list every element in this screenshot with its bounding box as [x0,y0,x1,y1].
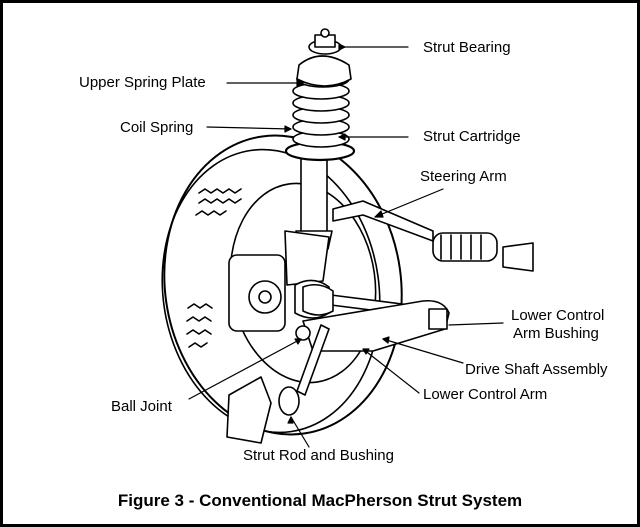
knuckle-hub [228,230,330,332]
label-strut-bearing: Strut Bearing [423,39,511,56]
tire-outline [161,134,403,436]
leader-lines [188,43,504,448]
label-steering-arm: Steering Arm [420,168,507,185]
macpherson-strut-illustration [161,28,534,448]
label-strut-rod-and-bushing: Strut Rod and Bushing [243,447,394,464]
label-lower-control-arm-bushing-1: Lower Control [511,307,605,324]
label-strut-cartridge: Strut Cartridge [423,128,521,145]
label-lower-control-arm: Lower Control Arm [423,386,548,403]
label-ball-joint: Ball Joint [111,398,172,415]
strut-rod-bushing [226,324,330,444]
figure-caption: Figure 3 - Conventional MacPherson Strut… [117,491,523,510]
label-upper-spring-plate: Upper Spring Plate [79,74,206,91]
lower-control-arm [302,299,450,352]
label-drive-shaft-assembly: Drive Shaft Assembly [465,361,608,378]
ball-joint [295,325,311,341]
strut-assembly [284,28,356,250]
label-coil-spring: Coil Spring [120,119,194,136]
label-lower-control-arm-bushing-2: Arm Bushing [513,325,599,342]
steering-tie-rod [332,200,534,272]
